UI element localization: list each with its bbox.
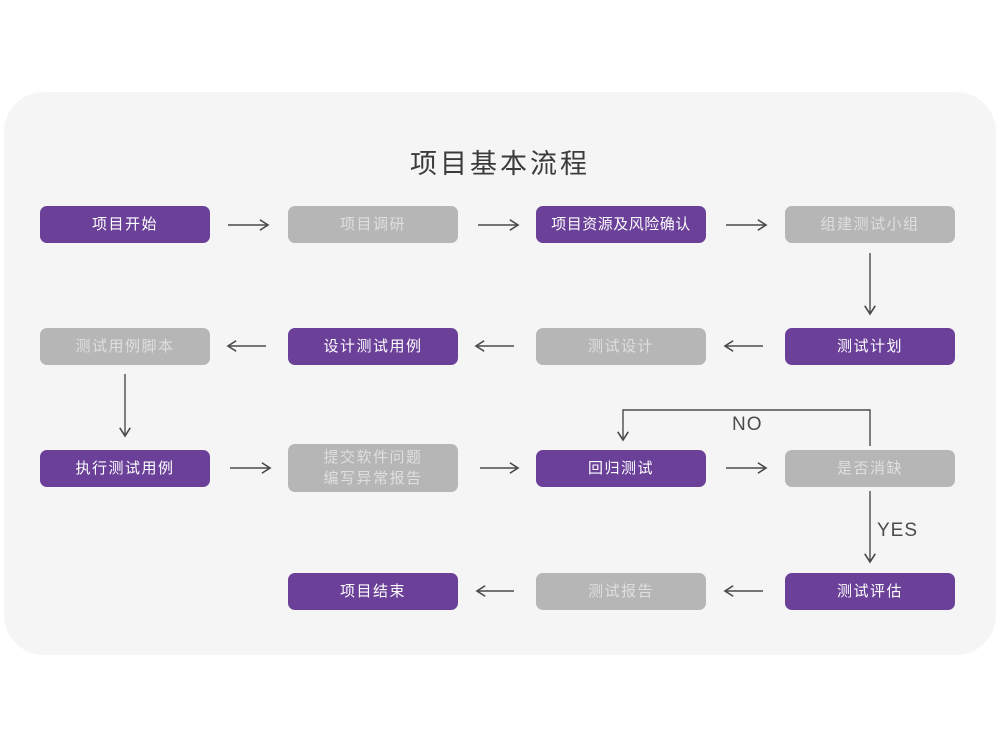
diagram-title: 项目基本流程 (410, 149, 590, 179)
node-test-plan: 测试计划 (785, 328, 955, 365)
node-submit-issues-line2: 编写异常报告 (323, 470, 423, 487)
flowchart-card (4, 92, 996, 655)
node-build-test-team: 组建测试小组 (785, 206, 955, 243)
node-submit-issues: 提交软件问题 编写异常报告 (288, 444, 458, 492)
node-submit-issues-line1: 提交软件问题 (323, 449, 423, 466)
node-regression-test: 回归测试 (536, 450, 706, 487)
node-test-evaluate: 测试评估 (785, 573, 955, 610)
label-no: NO (732, 414, 763, 435)
node-project-end: 项目结束 (288, 573, 458, 610)
node-project-research: 项目调研 (288, 206, 458, 243)
node-test-case-script: 测试用例脚本 (40, 328, 210, 365)
node-risk-confirm: 项目资源及风险确认 (536, 206, 706, 243)
node-test-design: 测试设计 (536, 328, 706, 365)
node-project-start: 项目开始 (40, 206, 210, 243)
label-yes: YES (877, 520, 919, 541)
node-execute-test-cases: 执行测试用例 (40, 450, 210, 487)
arrow-no-loop (617, 409, 871, 446)
node-design-test-cases: 设计测试用例 (288, 328, 458, 365)
node-defect-resolved: 是否消缺 (785, 450, 955, 487)
node-test-report: 测试报告 (536, 573, 706, 610)
